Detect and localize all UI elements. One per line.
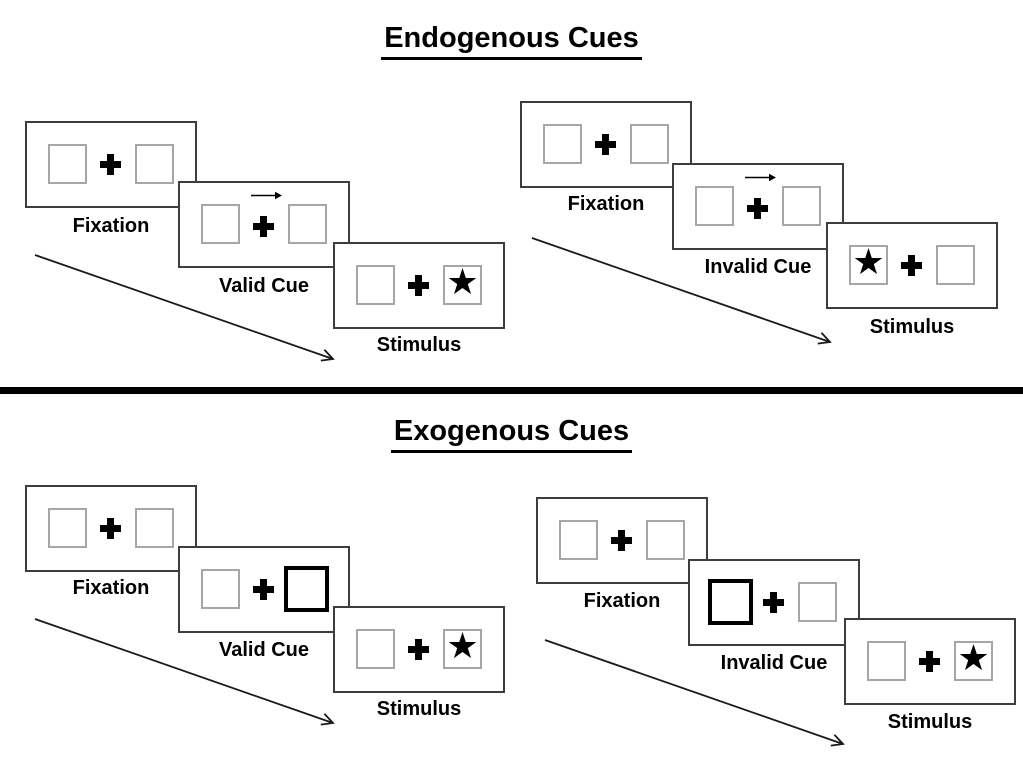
time-arrow-icon [531,237,832,345]
section-divider [0,387,1023,394]
left-box: ★ [849,245,888,285]
right-box [798,582,837,622]
section-title-exogenous: Exogenous Cues [0,415,1023,453]
invalid-cue-panel [688,559,860,646]
right-box [135,144,174,184]
right-box [936,245,975,285]
right-box [630,124,669,164]
left-box [48,508,87,548]
cue-arrow-icon [745,173,776,182]
left-box [559,520,598,560]
section-title-endogenous-text: Endogenous Cues [381,22,642,60]
panel-label: Invalid Cue [720,652,828,674]
stimulus-panel: ★ [826,222,998,309]
cue-highlight-box [708,579,753,625]
fixation-cross-icon [611,530,632,551]
fixation-cross-icon [408,639,429,660]
cue-highlight-box [284,566,329,612]
fixation-cross-icon [901,255,922,276]
star-stimulus-icon: ★ [852,242,885,283]
left-box [695,186,734,226]
left-box [201,204,240,244]
right-box: ★ [954,641,993,681]
stimulus-panel: ★ [844,618,1016,705]
fixation-cross-icon [919,651,940,672]
right-box [782,186,821,226]
time-arrow-icon [34,618,335,726]
panel-label: Stimulus [376,698,462,720]
left-box [48,144,87,184]
time-arrow-icon [544,639,845,747]
fixation-cross-icon [408,275,429,296]
star-stimulus-icon: ★ [957,638,990,679]
panel-label: Fixation [567,193,645,215]
fixation-cross-icon [100,518,121,539]
panel-label: Stimulus [376,334,462,356]
star-stimulus-icon: ★ [446,626,479,667]
fixation-cross-icon [595,134,616,155]
panel-label: Valid Cue [218,275,310,297]
section-title-endogenous: Endogenous Cues [0,22,1023,60]
left-box [867,641,906,681]
fixation-cross-icon [763,592,784,613]
panel-label: Fixation [72,215,150,237]
panel-label: Fixation [72,577,150,599]
panel-label: Invalid Cue [704,256,812,278]
fixation-panel [536,497,708,584]
panel-label: Valid Cue [218,639,310,661]
stimulus-panel: ★ [333,242,505,329]
right-box [288,204,327,244]
fixation-panel [520,101,692,188]
right-box: ★ [443,629,482,669]
valid-cue-panel [178,181,350,268]
panel-label: Fixation [583,590,661,612]
left-box [356,265,395,305]
invalid-cue-panel [672,163,844,250]
panel-label: Stimulus [887,711,973,733]
fixation-cross-icon [100,154,121,175]
fixation-cross-icon [253,579,274,600]
fixation-cross-icon [747,198,768,219]
right-box: ★ [443,265,482,305]
time-arrow-icon [34,254,335,362]
right-box [135,508,174,548]
left-box [201,569,240,609]
fixation-cross-icon [253,216,274,237]
star-stimulus-icon: ★ [446,262,479,303]
fixation-panel [25,485,197,572]
section-title-exogenous-text: Exogenous Cues [390,415,633,453]
left-box [356,629,395,669]
panel-label: Stimulus [869,316,955,338]
fixation-panel [25,121,197,208]
cue-arrow-icon [251,191,282,200]
valid-cue-panel [178,546,350,633]
right-box [646,520,685,560]
left-box [543,124,582,164]
stimulus-panel: ★ [333,606,505,693]
